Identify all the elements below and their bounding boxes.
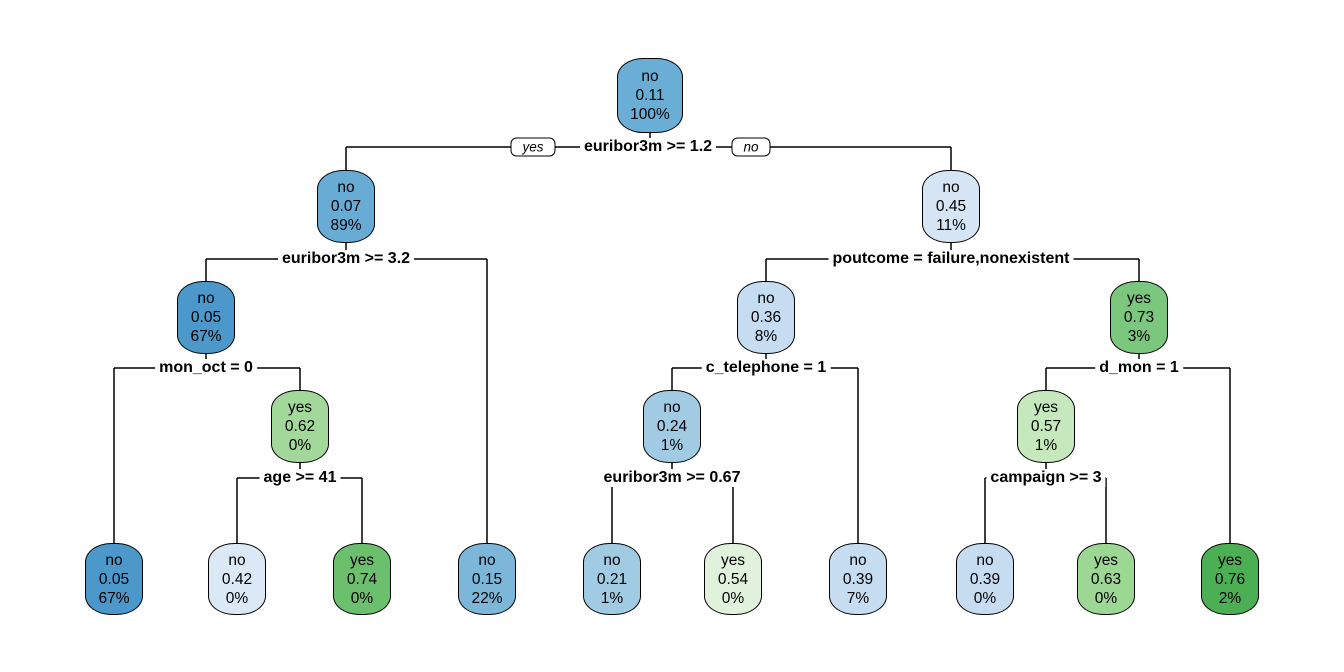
node-prob: 0.57 xyxy=(1030,418,1062,435)
node-prob: 0.15 xyxy=(471,570,503,588)
node-prob: 0.21 xyxy=(596,570,628,588)
tree-node-r: no 0.45 11% xyxy=(922,170,980,243)
node-prob: 0.74 xyxy=(346,570,378,588)
split-label-euribor3m-3-2: euribor3m >= 3.2 xyxy=(277,250,415,268)
node-pct: 22% xyxy=(471,589,503,607)
node-pct: 1% xyxy=(660,437,684,454)
node-class: yes xyxy=(1093,551,1119,569)
node-prob: 0.36 xyxy=(750,309,782,326)
node-class: no xyxy=(337,179,355,196)
node-prob: 0.73 xyxy=(1123,309,1155,326)
tree-node-llr: yes 0.62 0% xyxy=(271,390,329,463)
node-prob: 0.05 xyxy=(98,570,130,588)
node-prob: 0.24 xyxy=(656,418,688,435)
node-class: yes xyxy=(1126,290,1152,307)
node-prob: 0.62 xyxy=(284,418,316,435)
tree-node-rr: yes 0.73 3% xyxy=(1110,281,1168,354)
node-pct: 8% xyxy=(754,328,778,345)
split-label-campaign-3: campaign >= 3 xyxy=(986,469,1106,487)
node-prob: 0.76 xyxy=(1214,570,1246,588)
split-label-c-telephone: c_telephone = 1 xyxy=(701,359,831,377)
node-class: no xyxy=(757,290,775,307)
split-label-d-mon: d_mon = 1 xyxy=(1095,359,1183,377)
node-pct: 89% xyxy=(330,217,362,234)
node-prob: 0.39 xyxy=(842,570,874,588)
node-pct: 100% xyxy=(630,106,670,123)
split-label-mon-oct: mon_oct = 0 xyxy=(155,359,257,377)
tree-node-rll: no 0.24 1% xyxy=(643,390,701,463)
split-label-euribor3m-1-2: euribor3m >= 1.2 xyxy=(579,138,717,156)
node-class: no xyxy=(976,551,994,569)
node-class: no xyxy=(478,551,496,569)
tree-node-root: no 0.11 100% xyxy=(617,58,683,133)
split-label-euribor3m-0-67: euribor3m >= 0.67 xyxy=(599,469,745,487)
node-pct: 67% xyxy=(98,589,130,607)
node-class: no xyxy=(228,551,246,569)
node-class: no xyxy=(942,179,960,196)
node-prob: 0.05 xyxy=(190,309,222,326)
node-pct: 11% xyxy=(936,217,966,234)
node-pct: 1% xyxy=(1034,437,1058,454)
split-label-poutcome: poutcome = failure,nonexistent xyxy=(828,250,1074,268)
tree-node-ll: no 0.05 67% xyxy=(177,281,235,354)
node-pct: 67% xyxy=(190,328,222,345)
node-prob: 0.11 xyxy=(635,87,665,104)
node-pct: 0% xyxy=(1094,589,1118,607)
node-class: yes xyxy=(287,399,313,416)
node-pct: 1% xyxy=(600,589,624,607)
node-class: no xyxy=(663,399,681,416)
node-class: yes xyxy=(1033,399,1059,416)
tree-node-l: no 0.07 89% xyxy=(317,170,375,243)
node-pct: 3% xyxy=(1127,328,1151,345)
node-prob: 0.42 xyxy=(221,570,253,588)
branch-label-no: no xyxy=(731,137,771,157)
node-class: no xyxy=(105,551,123,569)
node-prob: 0.63 xyxy=(1090,570,1122,588)
node-prob: 0.54 xyxy=(717,570,749,588)
node-pct: 0% xyxy=(973,589,997,607)
tree-node-rrl: yes 0.57 1% xyxy=(1017,390,1075,463)
node-prob: 0.45 xyxy=(935,198,967,215)
node-class: no xyxy=(641,68,659,85)
node-pct: 0% xyxy=(721,589,745,607)
node-class: no xyxy=(197,290,215,307)
node-class: yes xyxy=(349,551,375,569)
node-prob: 0.39 xyxy=(969,570,1001,588)
node-class: yes xyxy=(720,551,746,569)
split-label-age-41: age >= 41 xyxy=(259,469,341,487)
node-pct: 7% xyxy=(846,589,870,607)
node-pct: 0% xyxy=(288,437,312,454)
branch-label-yes: yes xyxy=(510,137,556,157)
node-class: yes xyxy=(1217,551,1243,569)
node-pct: 0% xyxy=(350,589,374,607)
node-class: no xyxy=(603,551,621,569)
tree-node-rl: no 0.36 8% xyxy=(737,281,795,354)
node-prob: 0.07 xyxy=(330,198,362,215)
node-pct: 0% xyxy=(225,589,249,607)
node-pct: 2% xyxy=(1218,589,1242,607)
node-class: no xyxy=(849,551,867,569)
